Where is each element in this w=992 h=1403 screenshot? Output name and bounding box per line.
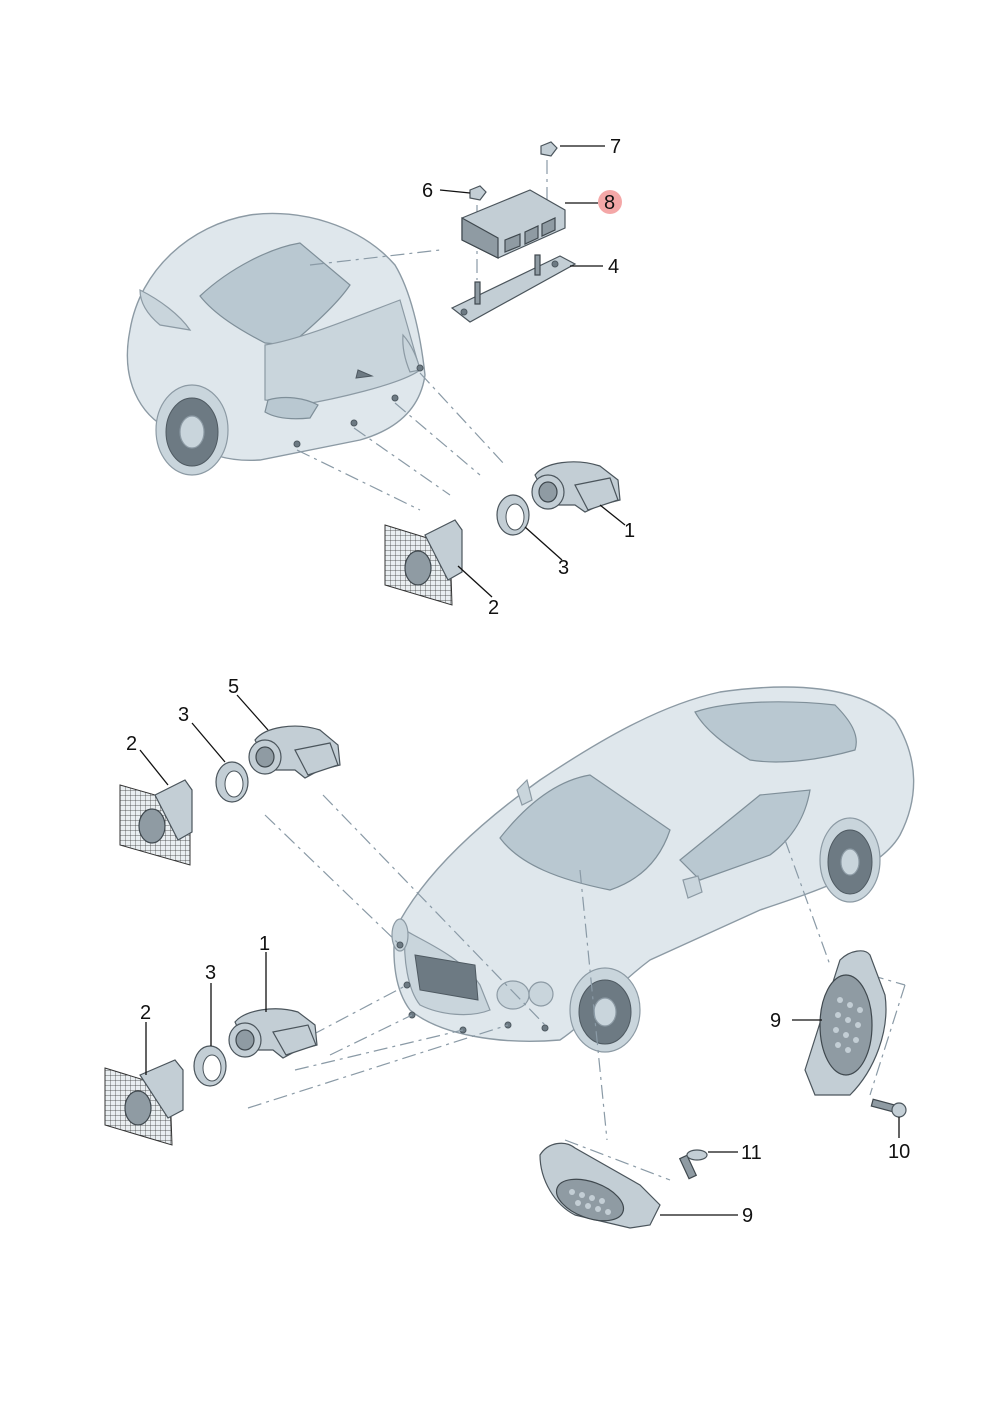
mounting-bracket-4[interactable] bbox=[450, 254, 577, 323]
upper-dash-leaders bbox=[296, 160, 548, 511]
callout-8-highlight bbox=[598, 190, 622, 214]
callout-2-lower-top-label: 2 bbox=[126, 733, 137, 755]
callout-3-lower-top-label: 3 bbox=[178, 704, 189, 726]
callout-9-right-label: 9 bbox=[770, 1010, 781, 1032]
control-unit-8[interactable] bbox=[461, 189, 566, 259]
callout-9-bottom-label: 9 bbox=[742, 1205, 753, 1227]
parking-sensor-1-upper[interactable] bbox=[531, 461, 621, 513]
callout-1-upper-label: 1 bbox=[624, 520, 635, 542]
callout-3-upper-label: 3 bbox=[558, 557, 569, 579]
sensor-ring-3-upper[interactable] bbox=[496, 494, 530, 536]
callout-8-label: 8 bbox=[604, 192, 615, 214]
sensor-holder-2-lower-bottom[interactable] bbox=[104, 1059, 184, 1146]
warning-buzzer-9-bottom[interactable] bbox=[539, 1142, 661, 1229]
parking-sensor-1-lower[interactable] bbox=[228, 1008, 318, 1059]
callout-1-lower-label: 1 bbox=[259, 933, 270, 955]
sensor-ring-3-lower-top[interactable] bbox=[215, 761, 249, 803]
front-car-illustration bbox=[391, 686, 915, 1053]
callout-10-label: 10 bbox=[888, 1141, 910, 1163]
nut-7[interactable] bbox=[540, 141, 558, 157]
warning-buzzer-9-right[interactable] bbox=[804, 950, 887, 1096]
callout-2-lower-bottom-label: 2 bbox=[140, 1002, 151, 1024]
bolt-11[interactable] bbox=[678, 1149, 708, 1180]
sensor-holder-2-upper[interactable] bbox=[384, 519, 463, 606]
callout-5-label: 5 bbox=[228, 676, 239, 698]
callout-6-label: 6 bbox=[422, 180, 433, 202]
rear-car-illustration bbox=[126, 212, 426, 476]
sensor-ring-3-lower-bottom[interactable] bbox=[193, 1045, 227, 1087]
callout-3-lower-bottom-label: 3 bbox=[205, 962, 216, 984]
parking-sensor-5[interactable] bbox=[248, 725, 341, 779]
sensor-holder-2-lower-top[interactable] bbox=[119, 779, 193, 866]
lower-dash-leaders bbox=[247, 794, 906, 1181]
screw-10[interactable] bbox=[870, 1098, 907, 1118]
nut-6[interactable] bbox=[469, 185, 487, 201]
callout-7-label: 7 bbox=[610, 136, 621, 158]
callout-2-upper-label: 2 bbox=[488, 597, 499, 619]
callout-11-label: 11 bbox=[741, 1142, 762, 1164]
callout-4-label: 4 bbox=[608, 256, 619, 278]
